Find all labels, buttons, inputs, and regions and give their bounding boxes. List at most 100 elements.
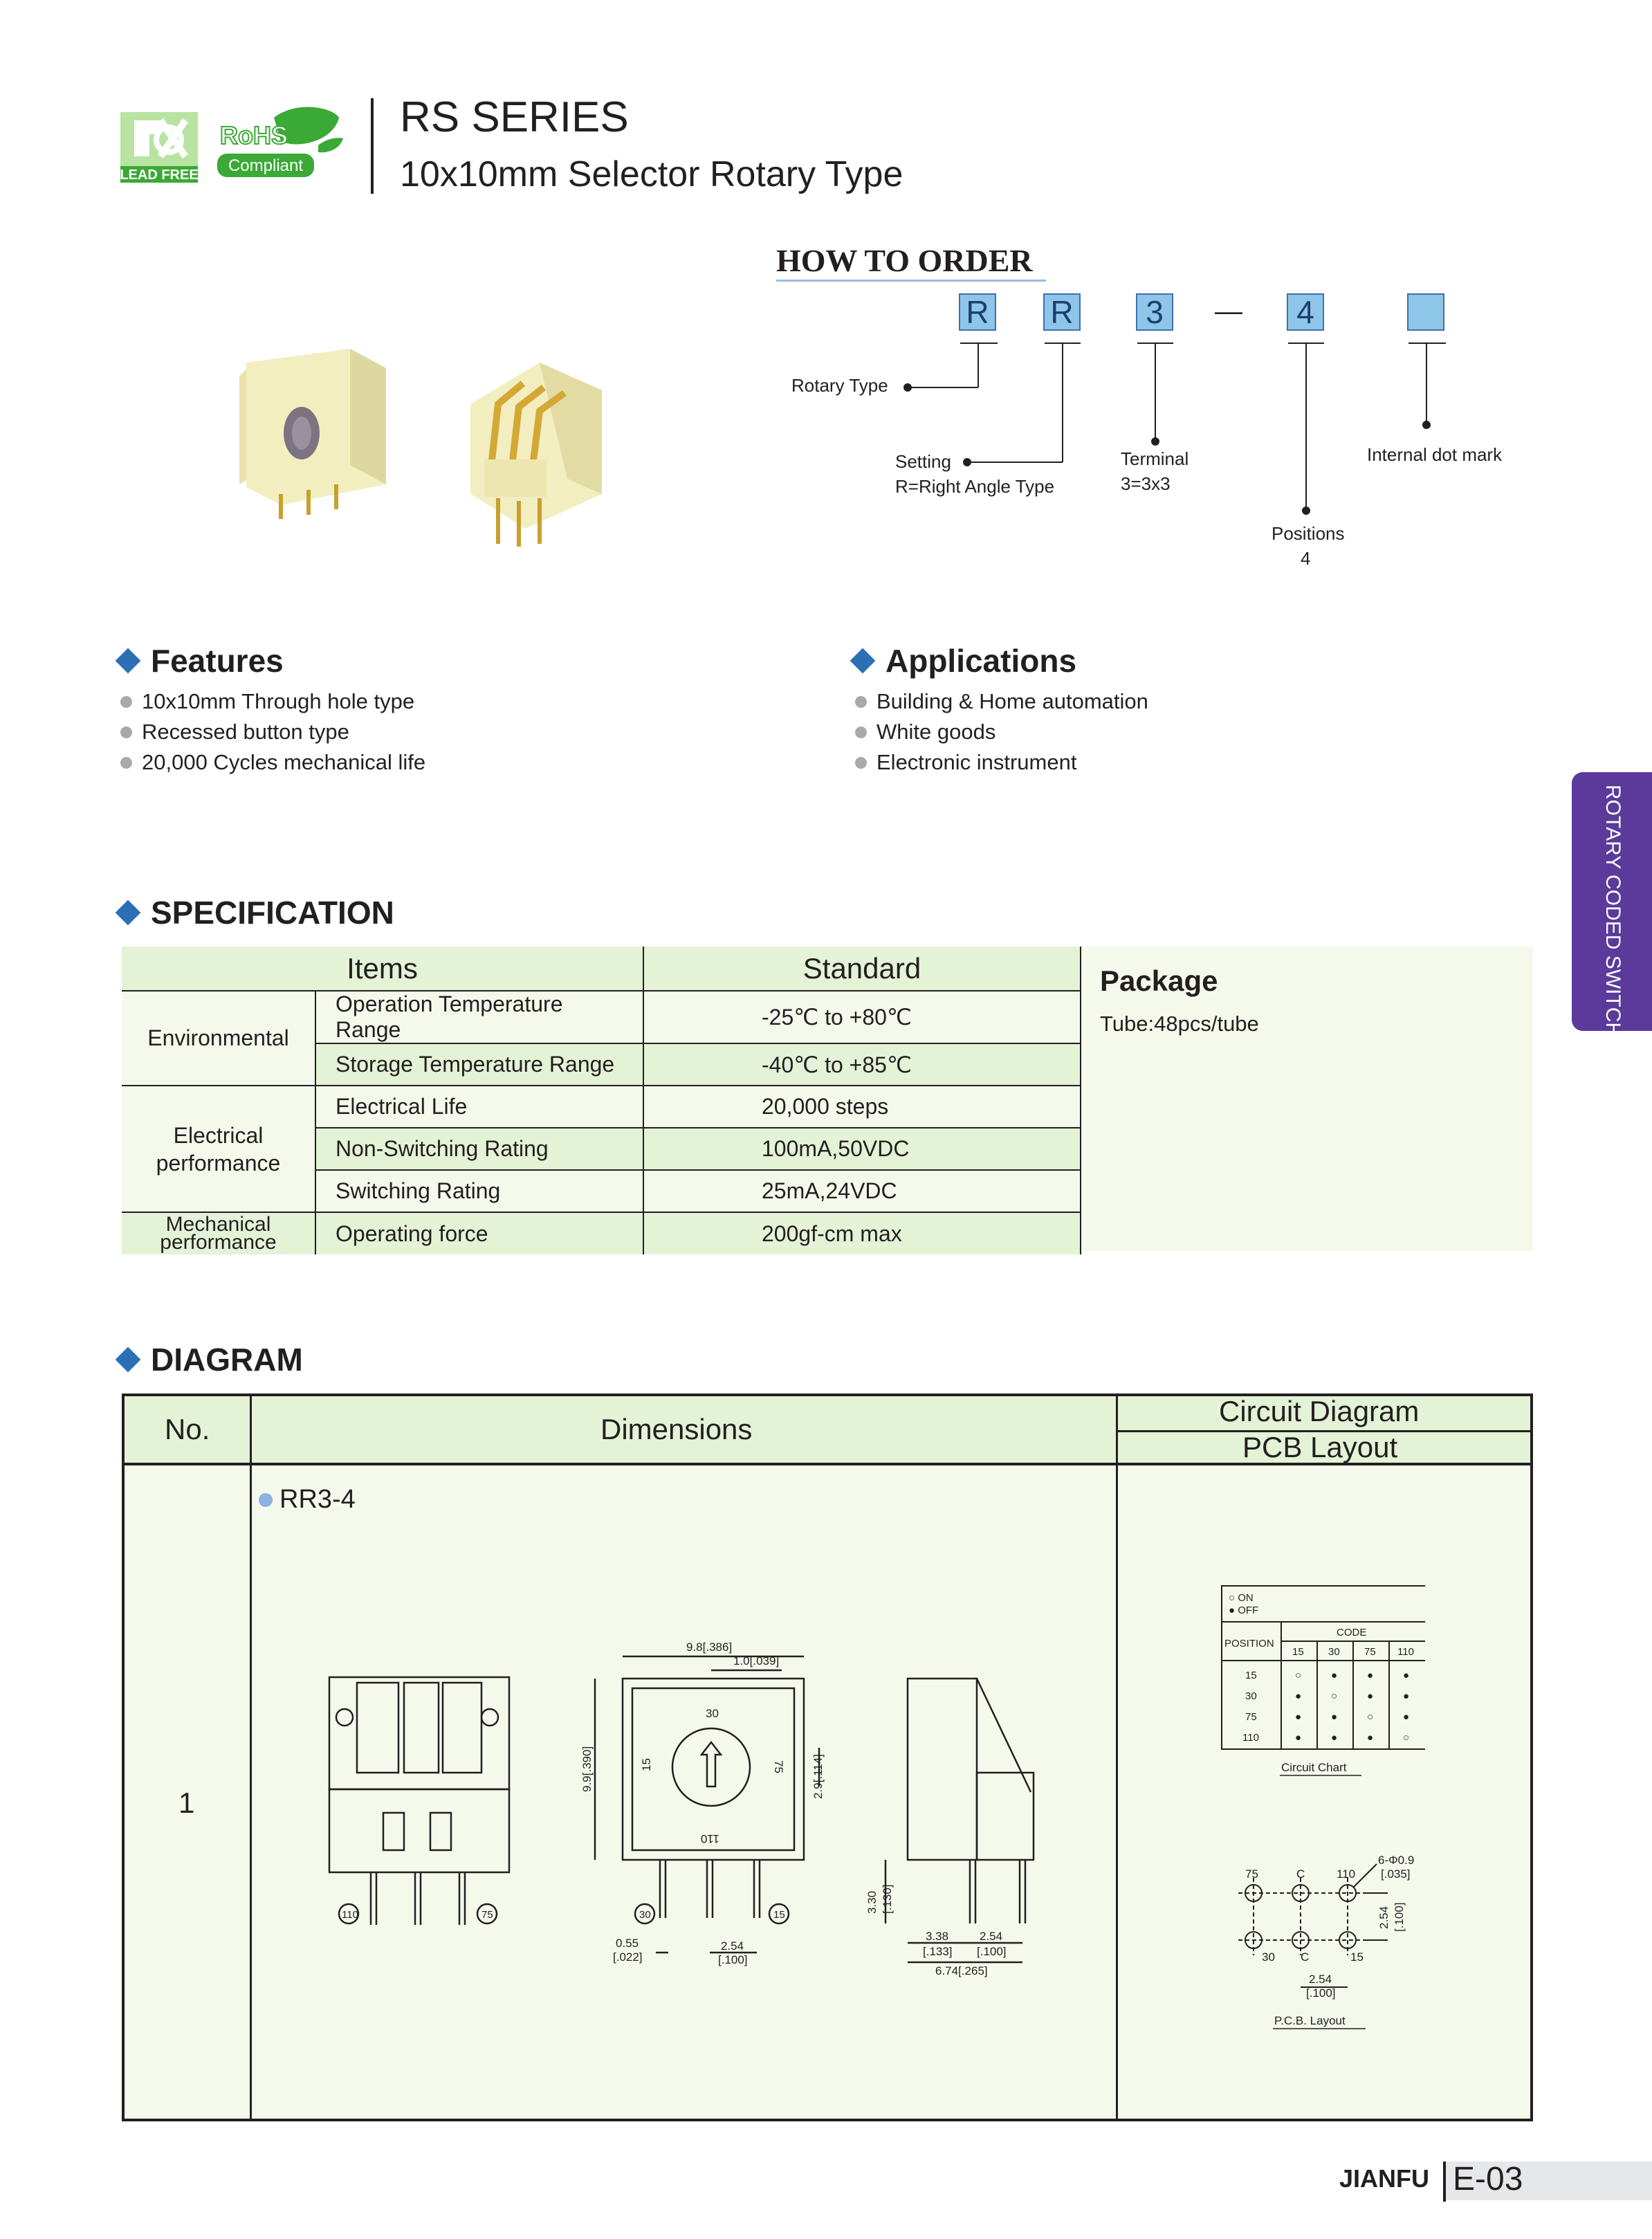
group-environmental: Environmental (122, 990, 316, 1086)
series-subtitle: 10x10mm Selector Rotary Type (400, 154, 903, 194)
application-text: Building & Home automation (877, 689, 1148, 713)
features-heading: Features (115, 642, 284, 679)
pcb-label-c-top: C (1296, 1867, 1305, 1881)
product-photo-front (239, 349, 386, 519)
label-positions-value: 4 (1301, 548, 1311, 569)
pcb-label-30: 30 (1262, 1950, 1275, 1964)
bullet-icon (855, 726, 867, 738)
dial-label-75: 75 (772, 1760, 785, 1773)
svg-text:●: ● (1403, 1670, 1409, 1681)
label-setting: Setting (895, 451, 951, 472)
header-pcb-layout: PCB Layout (1242, 1431, 1398, 1463)
code-box-rotary-type: R (959, 293, 996, 331)
dial-label-15: 15 (640, 1758, 653, 1771)
dim-offset: 3.38 (926, 1930, 948, 1943)
dim-depth: 6.74[.265] (935, 1964, 988, 1977)
pin-label-15: 15 (773, 1909, 785, 1921)
features-title: Features (151, 643, 284, 679)
list-item: Building & Home automation (854, 686, 1148, 717)
bullet-icon (855, 695, 867, 708)
rohs-logo: RoHS Compliant (217, 107, 343, 177)
standard-cell: 200gf-cm max (643, 1212, 1081, 1254)
column-divider (1116, 1393, 1118, 2121)
pos-15: 15 (1245, 1670, 1257, 1681)
application-text: White goods (877, 720, 996, 744)
list-item: 20,000 Cycles mechanical life (119, 747, 425, 778)
lead-free-text: LEAD FREE (120, 167, 198, 183)
table-row: Non-Switching Rating 100mA,50VDC (122, 1127, 1081, 1171)
bullet-icon (855, 756, 867, 769)
code-30: 30 (1328, 1646, 1340, 1658)
code-header: CODE (1337, 1627, 1366, 1638)
pcb-holes-in: [.035] (1381, 1867, 1411, 1881)
applications-heading: Applications (850, 642, 1076, 679)
pcb-pitch-v: 2.54 (1377, 1906, 1391, 1929)
dim-pin-length-in: [.130] (881, 1884, 894, 1914)
pin-label-110: 110 (342, 1909, 358, 1921)
svg-text:●: ● (1295, 1711, 1301, 1723)
footer-bar (1444, 2162, 1652, 2200)
code-box-positions: 4 (1287, 293, 1324, 331)
item-cell: Non-Switching Rating (315, 1127, 644, 1171)
footer-brand: JIANFU (1339, 2164, 1430, 2193)
dim-pin-width: 0.55 (616, 1937, 639, 1950)
dim-height: 9.9[.390] (580, 1746, 594, 1792)
feature-text: 20,000 Cycles mechanical life (142, 750, 426, 774)
rohs-compliant-text: Compliant (228, 156, 303, 175)
list-item: 10x10mm Through hole type (119, 686, 425, 717)
label-rotary-type: Rotary Type (791, 375, 888, 396)
bullet-icon (120, 726, 132, 738)
item-cell: Storage Temperature Range (315, 1043, 644, 1086)
specification-title: SPECIFICATION (151, 895, 394, 931)
dim-pitch: 2.54 (721, 1939, 744, 1953)
footer-divider (1443, 2162, 1446, 2202)
code-box-terminal: 3 (1136, 293, 1173, 331)
header-divider (371, 98, 374, 194)
dim-dot: 1.0[.039] (733, 1654, 779, 1667)
dim-pitch-side: 2.54 (980, 1930, 1002, 1943)
how-to-order-title: HOW TO ORDER (776, 243, 1033, 278)
model-label: RR3-4 (259, 1485, 356, 1515)
code-box-setting: R (1043, 293, 1081, 331)
circuit-chart-caption: Circuit Chart (1281, 1761, 1347, 1774)
svg-text:●: ● (1367, 1690, 1373, 1702)
dim-pitch-side-in: [.100] (977, 1945, 1007, 1958)
svg-text:●: ● (1367, 1670, 1373, 1681)
table-row: Switching Rating 25mA,24VDC (122, 1169, 1081, 1213)
legend-off: ● OFF (1229, 1605, 1258, 1616)
feature-text: Recessed button type (142, 720, 349, 744)
dim-width: 9.8[.386] (686, 1641, 732, 1654)
standard-cell: 20,000 steps (643, 1085, 1081, 1128)
bullet-icon (120, 756, 132, 769)
side-tab-label: ROTARY CODED SWITCH (1601, 785, 1624, 1038)
pcb-layout: 75 C 110 30 C 15 6-Φ0.9 [.035] 2.54 [.10… (1238, 1854, 1414, 2029)
dimension-drawings: 9.8[.386] 1.0[.039] 9.9[.390] 2.9[.114] … (328, 1641, 1035, 1977)
row-number: 1 (178, 1786, 195, 1819)
code-15: 15 (1292, 1646, 1304, 1658)
list-item: White goods (854, 717, 1148, 747)
svg-text:○: ○ (1403, 1732, 1409, 1744)
bullet-icon (120, 695, 132, 708)
svg-text:●: ● (1367, 1732, 1373, 1744)
pos-110: 110 (1242, 1732, 1259, 1744)
specification-table: Items Standard Environmental Operation T… (122, 947, 1081, 1254)
application-text: Electronic instrument (877, 750, 1077, 774)
header-dimensions: Dimensions (600, 1413, 753, 1445)
pos-75: 75 (1245, 1711, 1257, 1723)
pcb-label-75: 75 (1245, 1867, 1258, 1881)
list-item: Recessed button type (119, 717, 425, 747)
rohs-text: RoHS (220, 121, 288, 149)
how-to-order-underline (776, 280, 1046, 282)
table-row: Electrical performance Electrical Life 2… (122, 1085, 1081, 1213)
dim-pin-length: 3.30 (865, 1891, 879, 1914)
how-to-order-leaders (903, 342, 1446, 515)
table-row: Mechanical performance Operating force 2… (122, 1212, 1081, 1254)
legend-on: ○ ON (1229, 1592, 1254, 1604)
label-terminal-value: 3=3x3 (1121, 473, 1171, 494)
standard-cell: -40℃ to +85℃ (643, 1043, 1081, 1086)
dim-pitch-in: [.100] (718, 1953, 748, 1966)
diamond-icon (115, 648, 141, 674)
svg-text:○: ○ (1331, 1690, 1337, 1702)
column-divider (250, 1393, 252, 2121)
dim-pin-width-in: [.022] (613, 1950, 643, 1964)
